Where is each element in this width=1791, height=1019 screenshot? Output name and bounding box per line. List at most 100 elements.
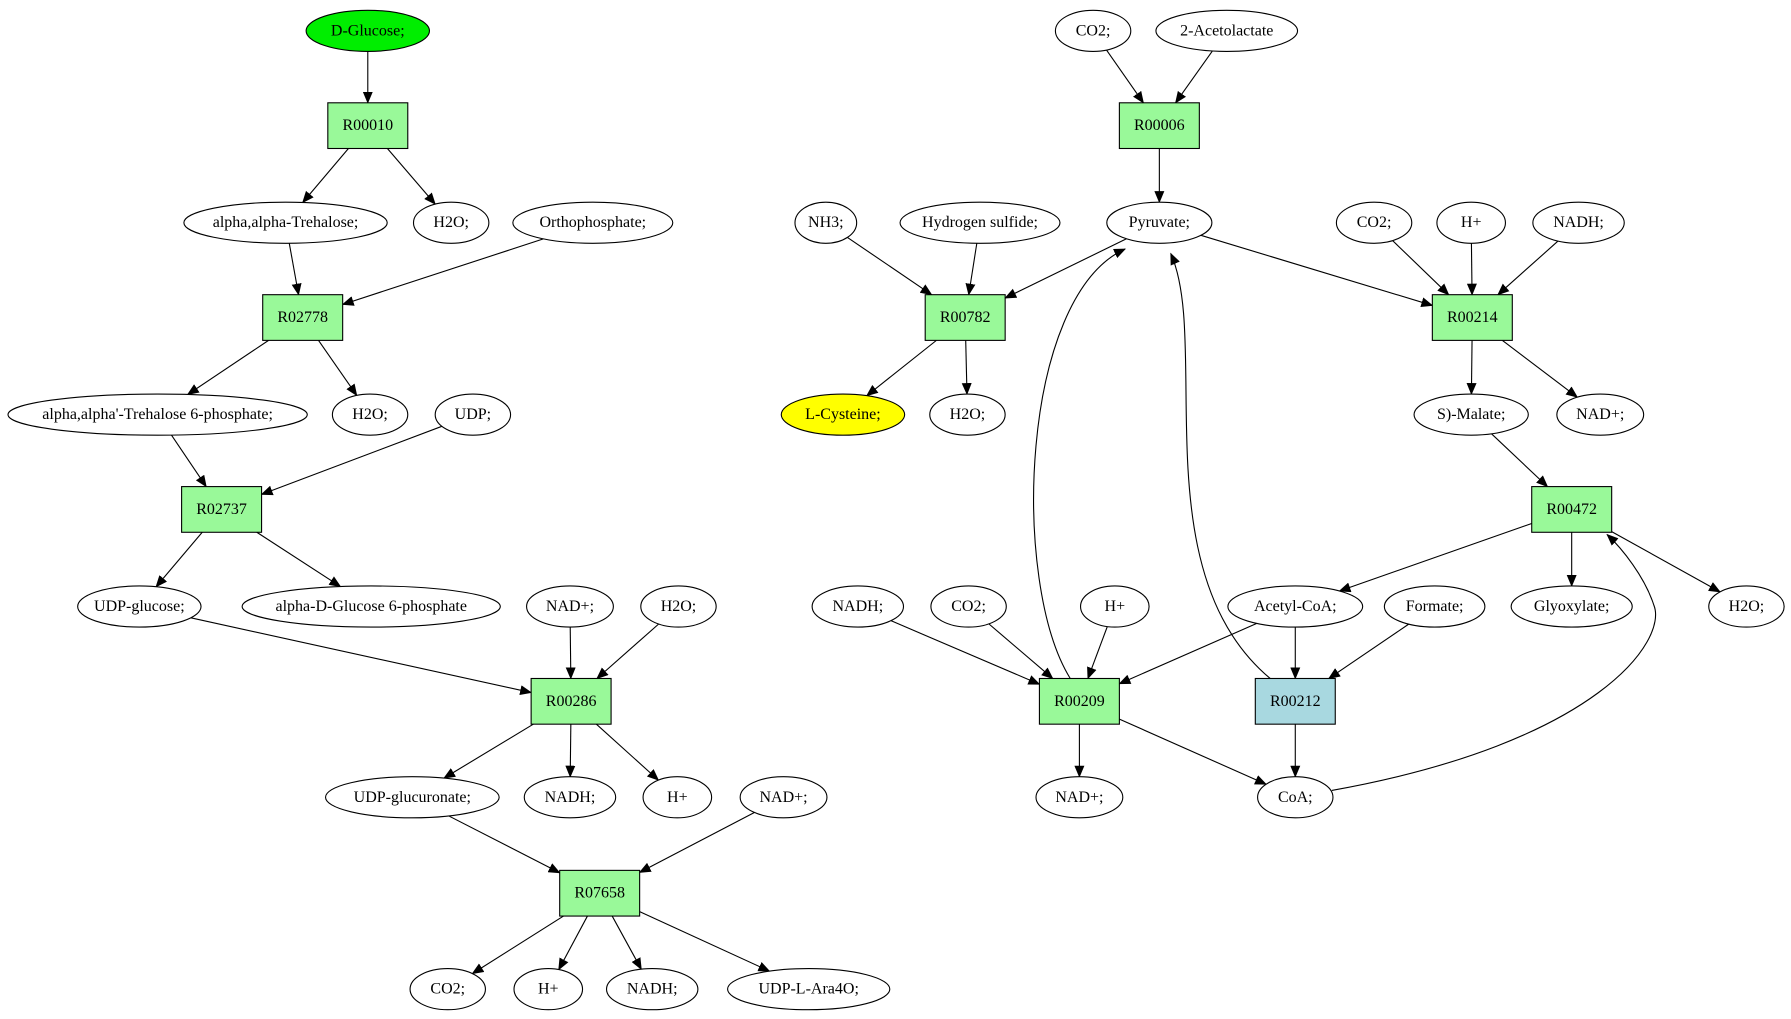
compound-node-h2o_2[interactable]: H2O; [331, 393, 409, 436]
edge-nadp_1-to-R00286 [565, 627, 576, 680]
edge-acetolactate-to-R00006 [1175, 50, 1213, 104]
compound-ellipse [513, 968, 584, 1011]
compound-ellipse [77, 585, 202, 628]
node-label: NADH; [627, 981, 678, 998]
compound-ellipse [811, 585, 905, 628]
compound-node-hplus_4[interactable]: H+ [1079, 585, 1150, 628]
reaction-node-R00006[interactable]: R00006 [1118, 102, 1200, 150]
compound-ellipse [409, 968, 486, 1011]
compound-ellipse [526, 585, 614, 628]
compound-node-nadp_3[interactable]: NAD+; [1556, 393, 1645, 436]
compound-node-hplus_3[interactable]: H+ [1436, 201, 1507, 244]
reaction-node-R02737[interactable]: R02737 [181, 486, 263, 533]
node-label: H2O; [950, 406, 986, 423]
compound-ellipse [7, 393, 308, 436]
compound-ellipse [1155, 9, 1299, 52]
reaction-node-R07658[interactable]: R07658 [559, 869, 641, 917]
node-label: CO2; [951, 598, 986, 615]
node-label: alpha,alpha'-Trehalose 6-phosphate; [42, 406, 273, 423]
node-label: Acetyl-CoA; [1254, 598, 1337, 615]
node-label: NAD+; [1576, 406, 1624, 423]
node-label: Orthophosphate; [539, 214, 646, 231]
compound-node-h2s[interactable]: Hydrogen sulfide; [899, 201, 1061, 244]
node-label: H+ [667, 789, 688, 806]
node-label: H+ [1105, 598, 1126, 615]
compound-ellipse [512, 201, 674, 244]
edge-trehalose6p-to-R02737 [170, 434, 207, 488]
compound-node-coa[interactable]: CoA; [1257, 776, 1334, 819]
edge-h2o_3-to-R00286 [596, 623, 660, 680]
compound-node-cysteine[interactable]: L-Cysteine; [780, 393, 906, 436]
compound-node-nadp_2[interactable]: NAD+; [739, 776, 828, 819]
compound-node-co2_1[interactable]: CO2; [409, 968, 486, 1011]
compound-node-h2o_5[interactable]: H2O; [1708, 585, 1785, 628]
node-label: CO2; [1076, 22, 1111, 39]
node-label: 2-Acetolactate [1180, 22, 1273, 39]
node-label: UDP-glucose; [94, 598, 185, 615]
compound-node-glyoxylate[interactable]: Glyoxylate; [1510, 585, 1633, 628]
compound-node-acetylcoa[interactable]: Acetyl-CoA; [1227, 585, 1364, 628]
reaction-node-R00782[interactable]: R00782 [924, 294, 1006, 341]
edge-acetylcoa-to-R00209 [1118, 622, 1258, 685]
compound-node-glucose6p[interactable]: alpha-D-Glucose 6-phosphate [241, 585, 501, 628]
node-label: D-Glucose; [331, 22, 405, 39]
compound-node-hplus_1[interactable]: H+ [642, 776, 713, 819]
node-label: H2O; [433, 214, 469, 231]
compound-node-h2o_3[interactable]: H2O; [640, 585, 717, 628]
compound-ellipse [1227, 585, 1364, 628]
reaction-node-R00010[interactable]: R00010 [327, 102, 409, 150]
compound-node-udpara[interactable]: UDP-L-Ara4O; [727, 968, 891, 1011]
edge-R00472-to-h2o_5 [1611, 531, 1721, 593]
compound-node-nadp_1[interactable]: NAD+; [526, 585, 614, 628]
compound-node-nadp_4[interactable]: NAD+; [1035, 776, 1124, 819]
edge-trehalose-to-R02778 [288, 243, 302, 296]
reaction-node-R00472[interactable]: R00472 [1531, 486, 1613, 533]
reaction-node-R00209[interactable]: R00209 [1038, 677, 1120, 725]
compound-ellipse [523, 776, 617, 819]
compound-node-orthophosphate[interactable]: Orthophosphate; [512, 201, 674, 244]
edge-R00209-to-pyruvate [1033, 248, 1126, 679]
compound-node-trehalose6p[interactable]: alpha,alpha'-Trehalose 6-phosphate; [7, 393, 308, 436]
compound-node-dglucose[interactable]: D-Glucose; [305, 9, 431, 52]
edge-hplus_3-to-R00214 [1466, 243, 1477, 296]
compound-node-pyruvate[interactable]: Pyruvate; [1106, 201, 1213, 244]
compound-node-udpglucuronate[interactable]: UDP-glucuronate; [324, 776, 500, 819]
compound-node-nh3[interactable]: NH3; [794, 201, 858, 244]
edge-nadh_3-to-R00214 [1497, 240, 1559, 296]
node-label: R00212 [1270, 693, 1321, 710]
node-label: CoA; [1278, 789, 1313, 806]
compound-node-co2_3[interactable]: CO2; [1335, 201, 1413, 244]
compound-node-nadh_3[interactable]: NADH; [1532, 201, 1625, 244]
compound-node-malate[interactable]: S)-Malate; [1413, 393, 1529, 436]
edge-R00010-to-trehalose [302, 148, 349, 204]
compound-node-acetolactate[interactable]: 2-Acetolactate [1155, 9, 1299, 52]
compound-node-hplus_2[interactable]: H+ [513, 968, 584, 1011]
compound-ellipse [1054, 9, 1132, 52]
edges-layer [155, 49, 1721, 975]
compound-ellipse [331, 393, 409, 436]
node-label: UDP; [455, 406, 491, 423]
compound-node-h2o_4[interactable]: H2O; [929, 393, 1006, 436]
edge-R00286-to-hplus_1 [596, 723, 660, 781]
reaction-node-R02778[interactable]: R02778 [262, 294, 344, 341]
compound-node-trehalose[interactable]: alpha,alpha-Trehalose; [183, 201, 388, 244]
edge-nadp_2-to-R07658 [638, 812, 755, 873]
reaction-box [181, 486, 263, 533]
compound-node-co2_4[interactable]: CO2; [930, 585, 1007, 628]
compound-node-co2_2[interactable]: CO2; [1054, 9, 1132, 52]
compound-ellipse [434, 393, 512, 436]
compound-node-udp[interactable]: UDP; [434, 393, 512, 436]
reaction-box [262, 294, 344, 341]
compound-node-udpglucose[interactable]: UDP-glucose; [77, 585, 202, 628]
reaction-node-R00286[interactable]: R00286 [530, 677, 612, 725]
compound-node-nadh_1[interactable]: NADH; [523, 776, 617, 819]
compound-node-h2o_1[interactable]: H2O; [412, 201, 490, 244]
reaction-node-R00214[interactable]: R00214 [1431, 294, 1513, 341]
edge-R00214-to-nadp_3 [1502, 339, 1579, 398]
compound-node-formate[interactable]: Formate; [1383, 585, 1486, 628]
compound-node-nadh_4[interactable]: NADH; [811, 585, 905, 628]
compound-ellipse [1532, 201, 1625, 244]
reaction-node-R00212[interactable]: R00212 [1254, 677, 1336, 725]
compound-node-nadh_2[interactable]: NADH; [605, 968, 699, 1011]
node-label: R00472 [1546, 501, 1597, 518]
